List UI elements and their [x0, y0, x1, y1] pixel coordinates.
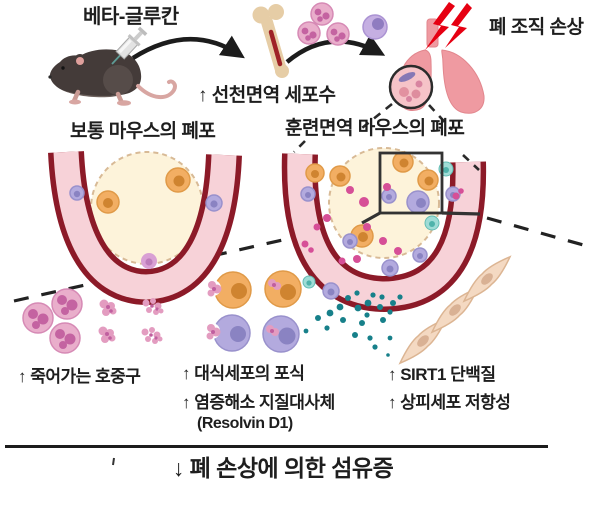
trained-alveolus-illustration: [281, 147, 487, 313]
innate-cells-label: ↑ 선천면역 세포수: [198, 85, 336, 106]
footer-divider: [5, 445, 548, 448]
phagocytosing-macrophages: [204, 270, 302, 353]
zoom-box: [361, 151, 481, 225]
resolvin-label: (Resolvin D1): [197, 415, 293, 432]
magnification-dashed-lines: [13, 216, 595, 303]
epithelial-resistance-label: ↑ 상피세포 저항성: [388, 393, 511, 412]
bone-icon: [252, 4, 289, 78]
normal-alveolus-illustration: [48, 151, 242, 306]
mouse-illustration: [48, 49, 177, 106]
bone-marrow: [268, 29, 283, 67]
dying-neutrophils-label: ↑ 죽어가는 호중구: [18, 367, 141, 386]
fibrosis-conclusion-label: ↓ 폐 손상에 의한 섬유증: [172, 455, 394, 481]
innate-immune-cells: [297, 2, 388, 46]
vessel-band: [287, 153, 481, 307]
lightning-icon: [425, 2, 472, 50]
syringe-icon: [111, 26, 148, 65]
arrow-mouse-to-bone: [131, 35, 245, 60]
resolvin-dots: [303, 290, 403, 357]
recruited-immune-cells: [300, 161, 464, 300]
mouse-eye: [61, 66, 65, 70]
lipid-mediators-label: ↑ 염증해소 지질대사체: [182, 393, 335, 412]
magnifier-circle: [388, 64, 434, 110]
neutrophil-fragments: [98, 298, 164, 344]
vessel-band: [53, 151, 237, 300]
beta-glucan-label: 베타-글루칸: [83, 6, 179, 28]
sirt1-label: ↑ SIRT1 단백질: [388, 365, 496, 384]
lung-damage-label: 폐 조직 손상: [489, 17, 584, 38]
alveolar-macrophages: [305, 151, 439, 248]
mouse-tail: [136, 79, 177, 99]
circulating-immune-cells: [69, 185, 223, 269]
mouse-ear: [76, 57, 84, 65]
dying-neutrophils-cells: [22, 288, 164, 354]
lung-projection-dashes: [293, 102, 480, 171]
tick-mark: [112, 457, 115, 466]
macrophage-phagocytosis-label: ↑ 대식세포의 포식: [182, 364, 305, 383]
normal-alveoli-label: 보통 마우스의 폐포: [70, 121, 216, 142]
alveolar-macrophage: [96, 167, 191, 214]
epithelial-spindle-cells: [398, 255, 512, 365]
trained-alveoli-label: 훈련면역 마우스의 폐포: [285, 118, 465, 139]
